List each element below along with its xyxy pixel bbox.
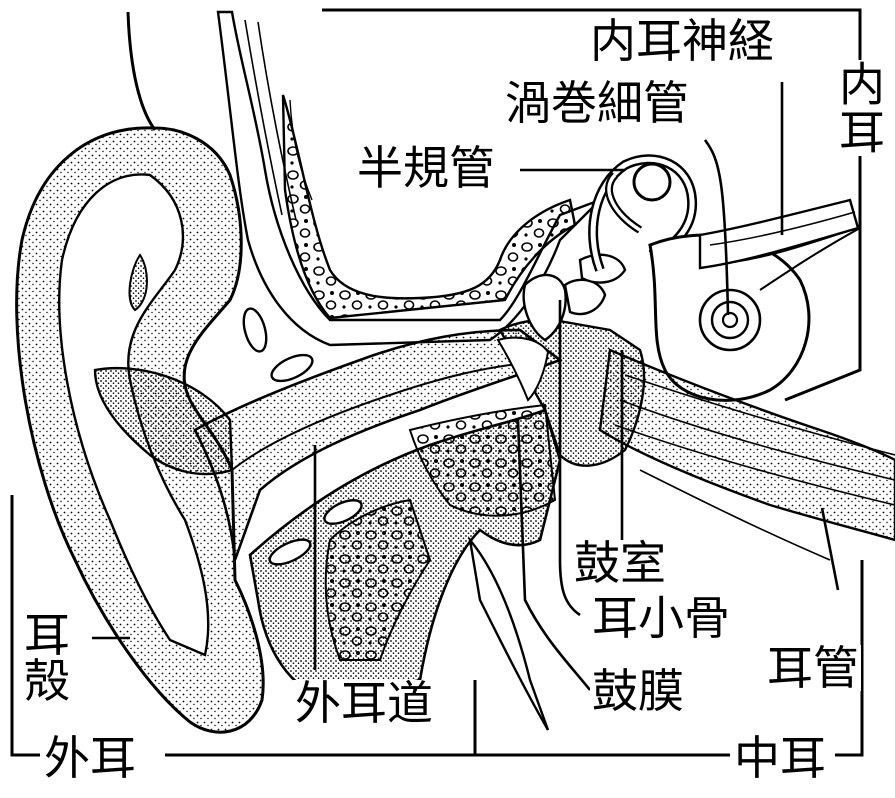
outer-ear-bracket (10, 495, 40, 757)
label-auricle-char-1: 耳 (24, 608, 70, 662)
skull-tissue (216, 10, 601, 347)
ear-canal-shape (193, 328, 563, 561)
lower-bone (324, 498, 432, 661)
label-tympanic-cavity: 鼓室 (572, 536, 668, 590)
label-auricle: 耳 殻 (22, 612, 72, 704)
label-eardrum: 鼓膜 (590, 664, 686, 718)
label-eustachian-tube: 耳管 (765, 641, 861, 695)
nerve-shape (698, 198, 861, 291)
temporal-bone (281, 94, 577, 320)
auricle-shape (15, 126, 265, 734)
label-auricle-char-2: 殻 (24, 654, 70, 708)
label-outer-ear: 外耳 (42, 731, 138, 785)
label-ossicles: 耳小骨 (590, 591, 732, 645)
inner-ear-bracket (322, 8, 862, 402)
styloid-process (468, 535, 550, 731)
label-inner-ear-nerve: 内耳神経 (588, 14, 776, 68)
leader-lines (92, 82, 840, 691)
neck-outline (126, 11, 157, 131)
label-semicircular-canals: 半規管 (355, 141, 497, 195)
label-ear-canal: 外耳道 (293, 676, 435, 730)
bracket-lines (10, 8, 864, 757)
label-middle-ear: 中耳 (732, 731, 828, 785)
label-inner-ear: 内耳 (832, 60, 886, 156)
ossicles-shape (522, 253, 627, 342)
semicircular-canals-shape (588, 154, 698, 272)
eardrum-shape (496, 336, 550, 402)
label-cochlea: 渦巻細管 (503, 76, 691, 130)
